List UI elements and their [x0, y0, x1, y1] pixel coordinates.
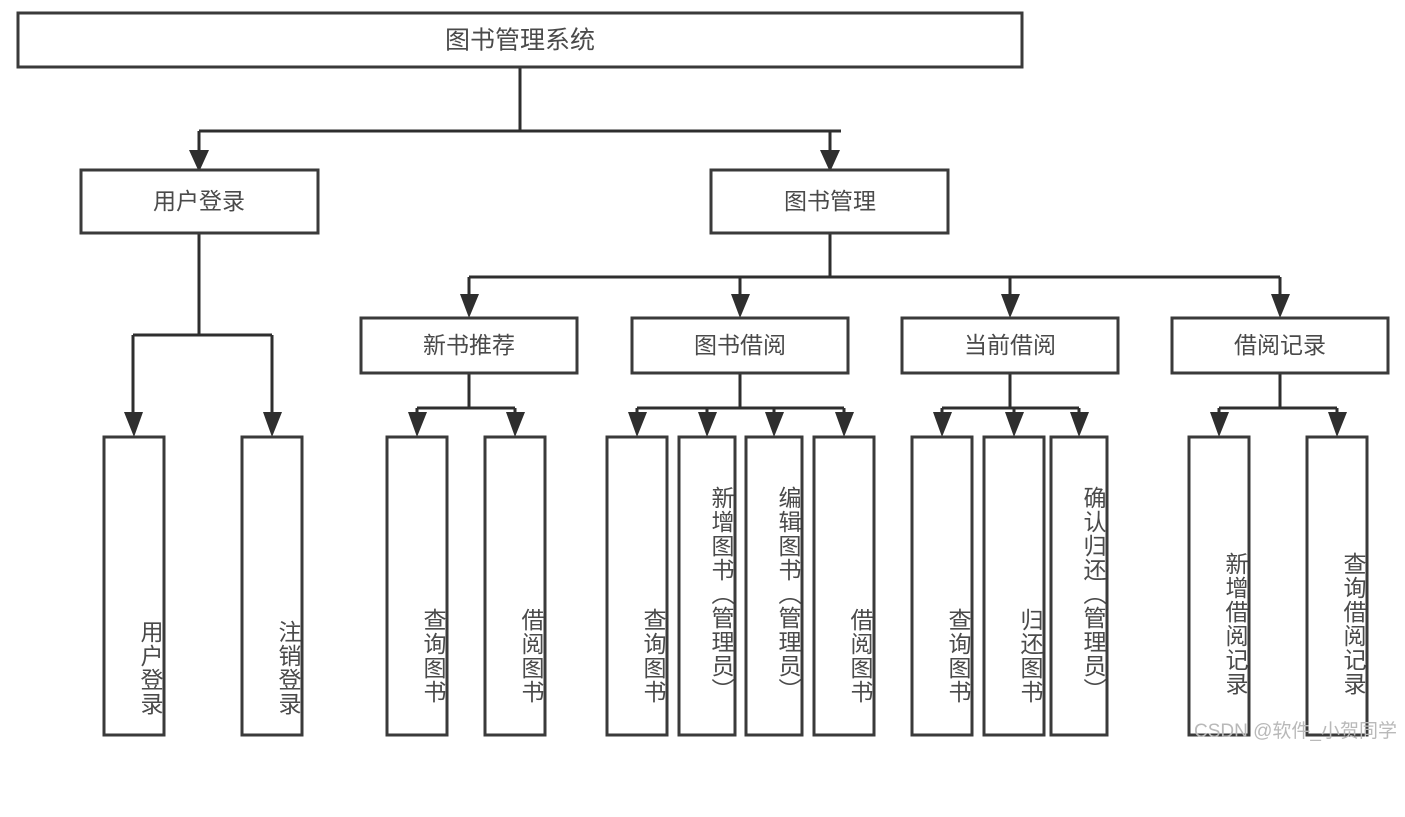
node-current-borrow-label: 当前借阅: [964, 332, 1056, 358]
arrow-to-new-book-rec: [460, 294, 479, 318]
leaf-box-borrow-book-2[interactable]: [812, 435, 876, 737]
connector-book-manage-bus: [467, 233, 1282, 300]
node-root[interactable]: 图书管理系统: [16, 11, 1024, 69]
node-borrow-record-label: 借阅记录: [1234, 332, 1326, 358]
node-book-borrow-box[interactable]: [630, 316, 850, 375]
node-user-login-label: 用户登录: [153, 188, 245, 214]
connector-group-new-book-rec: [408, 373, 525, 437]
connector-group-root: [189, 67, 841, 172]
node-book-borrow-label: 图书借阅: [694, 332, 786, 358]
arrow-to-add-book-admin: [698, 412, 717, 437]
leaf-box-add-book-admin[interactable]: [677, 435, 737, 737]
node-borrow-record[interactable]: 借阅记录: [1170, 316, 1390, 375]
leaf-box-confirm-return-admin[interactable]: [1049, 435, 1109, 737]
flowchart-diagram: 图书管理系统 用户登录 图书管理 新书推荐 图书借阅 当前借阅 借阅记录: [16, 11, 1397, 742]
node-user-login[interactable]: 用户登录: [79, 168, 320, 235]
node-new-book-rec[interactable]: 新书推荐: [359, 316, 579, 375]
connector-group-borrow-record: [1210, 373, 1347, 437]
arrow-to-current-borrow: [1001, 294, 1020, 318]
leaf-box-user-login-action[interactable]: [102, 435, 166, 737]
node-user-login-box[interactable]: [79, 168, 320, 235]
node-book-manage-box[interactable]: [709, 168, 950, 235]
flowchart-canvas: 图书管理系统 用户登录 图书管理 新书推荐 图书借阅 当前借阅 借阅记录: [16, 11, 1390, 737]
leaf-box-add-borrow-record[interactable]: [1187, 435, 1251, 737]
connector-book-borrow-bus: [635, 373, 846, 418]
leaf-box-return-book[interactable]: [982, 435, 1046, 737]
node-book-manage-label: 图书管理: [784, 188, 876, 214]
connector-current-borrow-bus: [940, 373, 1081, 418]
node-current-borrow-box[interactable]: [900, 316, 1120, 375]
node-current-borrow[interactable]: 当前借阅: [900, 316, 1120, 375]
connector-borrow-record-bus: [1217, 373, 1339, 418]
node-new-book-rec-box[interactable]: [359, 316, 579, 375]
node-borrow-record-box[interactable]: [1170, 316, 1390, 375]
connector-user-login-bus: [131, 233, 274, 418]
node-book-manage[interactable]: 图书管理: [709, 168, 950, 235]
leaf-box-query-book-3[interactable]: [910, 435, 974, 737]
arrow-to-edit-book-admin: [765, 412, 784, 437]
leaf-box-query-borrow-record[interactable]: [1305, 435, 1369, 737]
leaf-box-borrow-book-1[interactable]: [483, 435, 547, 737]
arrow-to-user-login-action: [124, 412, 143, 437]
leaf-box-edit-book-admin[interactable]: [744, 435, 804, 737]
arrow-to-borrow-record: [1271, 294, 1290, 318]
connector-root-bus: [197, 67, 841, 156]
arrow-to-query-book-1: [408, 412, 427, 437]
arrow-to-query-borrow-record: [1328, 412, 1347, 437]
arrow-to-query-book-2: [628, 412, 647, 437]
node-root-box[interactable]: [16, 11, 1024, 69]
arrow-to-query-book-3: [933, 412, 952, 437]
connector-group-user-login: [124, 233, 282, 437]
arrow-to-user-login: [189, 150, 209, 172]
leaf-box-query-book-1[interactable]: [385, 435, 449, 737]
arrow-to-logout-action: [263, 412, 282, 437]
connector-new-book-rec-bus: [415, 373, 517, 418]
leaf-box-query-book-2[interactable]: [605, 435, 669, 737]
leaf-boxes: [102, 435, 1369, 737]
arrow-to-add-borrow-record: [1210, 412, 1229, 437]
arrow-to-borrow-book-2: [835, 412, 854, 437]
node-root-label: 图书管理系统: [445, 27, 595, 55]
arrow-to-return-book: [1005, 412, 1024, 437]
arrow-to-book-manage: [820, 150, 840, 172]
connector-group-book-manage: [460, 233, 1290, 318]
arrow-to-borrow-book-1: [506, 412, 525, 437]
arrow-to-confirm-return-admin: [1070, 412, 1089, 437]
node-book-borrow[interactable]: 图书借阅: [630, 316, 850, 375]
leaf-box-logout-action[interactable]: [240, 435, 304, 737]
arrow-to-book-borrow: [731, 294, 750, 318]
node-new-book-rec-label: 新书推荐: [423, 332, 515, 358]
watermark-text: CSDN @软件_小贺同学: [1194, 721, 1397, 742]
connector-group-current-borrow: [933, 373, 1089, 437]
connector-group-book-borrow: [628, 373, 854, 437]
